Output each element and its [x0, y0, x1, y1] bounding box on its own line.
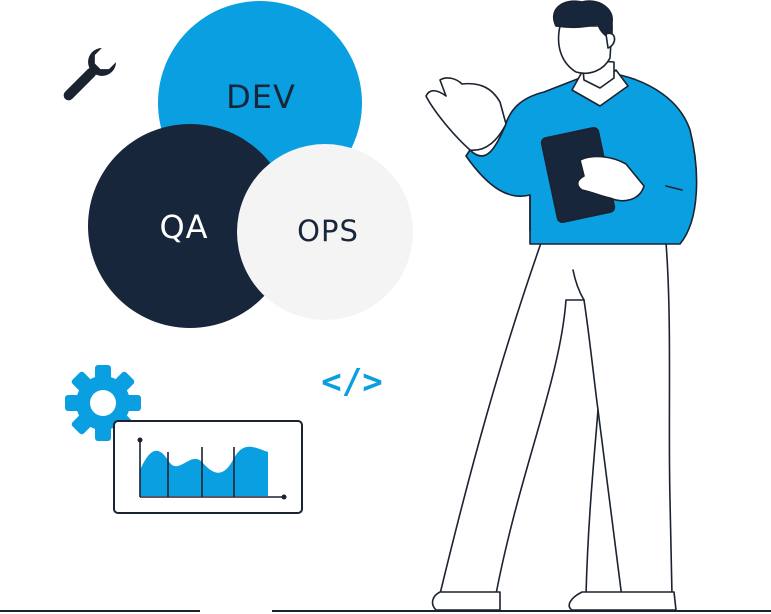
area-chart-icon	[113, 420, 303, 514]
person-face	[557, 25, 613, 74]
venn-diagram: DEV QA OPS	[88, 1, 413, 328]
person-raised-hand	[425, 77, 507, 151]
person-hair	[553, 0, 613, 41]
person-shoe-left	[431, 591, 501, 611]
code-tag-icon: </>	[321, 362, 382, 402]
person-pants	[439, 242, 673, 599]
person-figure	[425, 0, 698, 611]
venn-label-ops: OPS	[297, 214, 359, 248]
venn-circle-ops	[237, 144, 413, 320]
wrench-icon	[63, 47, 117, 101]
venn-circle-qa	[88, 124, 292, 328]
person-tablet-hand	[576, 155, 645, 202]
venn-label-qa: QA	[159, 208, 208, 246]
venn-label-dev: DEV	[226, 78, 296, 116]
person-shoe-right	[568, 591, 677, 611]
